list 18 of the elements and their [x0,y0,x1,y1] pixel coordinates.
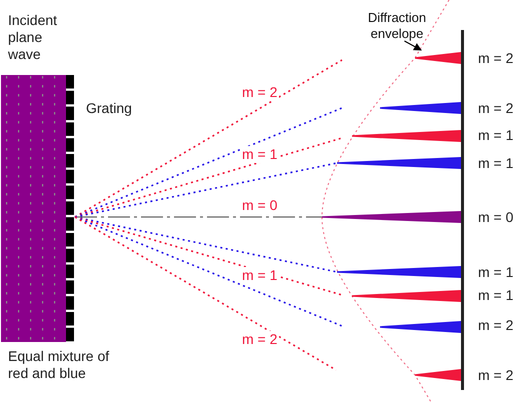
caption-text: Grating [85,100,133,117]
order-label: m = 2 [477,317,514,334]
order-label: m = 1 [477,287,514,304]
order-label: m = 1 [477,127,514,144]
callout-text: Diffraction envelope [366,10,428,42]
order-label: m = 1 [240,146,280,163]
order-label: m = 1 [477,155,514,172]
order-label: m = 1 [477,264,514,281]
caption-text: Equal mixture of red and blue [7,348,110,382]
order-label: m = 2 [477,100,514,117]
leader-arrow [404,40,422,50]
order-label: m = 0 [477,209,514,226]
diffraction-envelope-curve [322,0,450,402]
order-label: m = 2 [477,50,514,67]
caption-text: Incident plane wave [7,12,58,62]
order-label: m = 2 [240,84,280,101]
order-label: m = 2 [477,367,514,384]
order-label: m = 1 [240,267,280,284]
